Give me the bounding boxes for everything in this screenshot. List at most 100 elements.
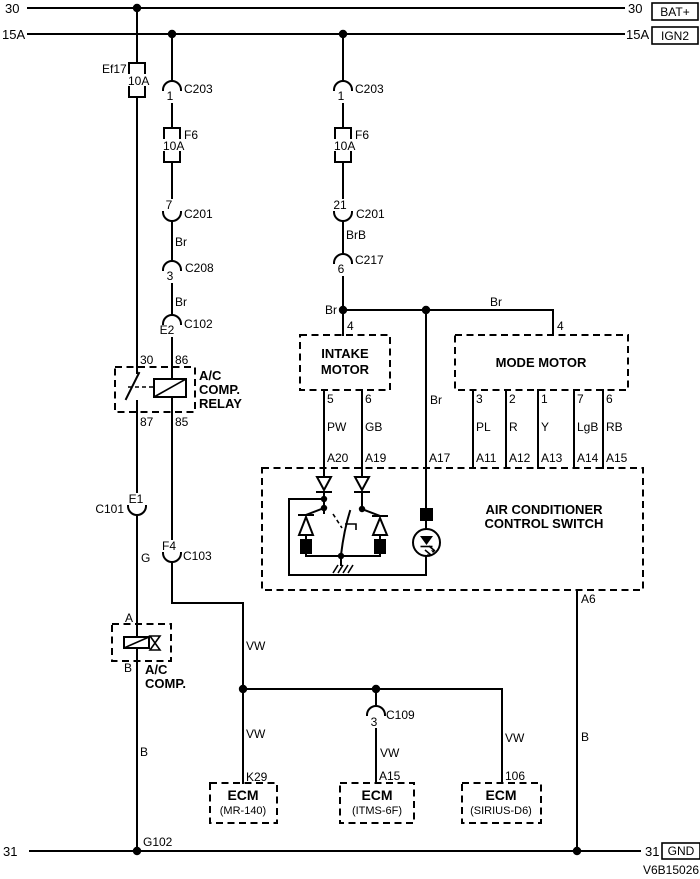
connector-c201l-name: C201 [184,207,213,221]
connector-c203l-name: C203 [184,82,213,96]
compressor-clutch-symbol [148,635,162,651]
wire [242,688,503,784]
wire-mode-pin4 [342,309,554,336]
mode-pin2-label: 2 [509,392,516,406]
led-triangle [420,536,433,545]
relay-pin-85: 85 [175,415,189,429]
connector-c217-name: C217 [355,253,384,267]
motor-feed-wiring [332,33,554,509]
fuse-f6r-rating: 10A [334,139,355,153]
drawing-code: V6B15026 [643,863,699,877]
ground-splice-label: G102 [143,835,173,849]
intake-motor-name-line1: INTAKE [321,346,369,361]
ecm1-name: ECM [227,787,258,803]
fuse-f6r-bracket-top [334,127,352,139]
intake-motor-name-line2: MOTOR [321,362,370,377]
ecm2-name: ECM [361,787,392,803]
switch-pin-a17: A17 [429,451,451,465]
intake-motor-box [299,334,391,391]
connector-c201r-name: C201 [356,207,385,221]
mode-pin1-label: 1 [541,392,548,406]
relay-coil-branch-wiring [161,33,244,690]
fuse-ef17-rating: 10A [128,74,149,88]
wire-vw-from-c103 [171,561,244,690]
switch-alt-position [332,513,343,529]
diode-right [371,515,389,540]
wire-color-b-left: B [140,745,148,759]
connector-arc-c102 [161,314,183,326]
compressor-coil [123,635,162,651]
diode-left [297,514,315,540]
diode-a19 [353,467,371,510]
wire-color-b-right: B [581,730,589,744]
connector-arc-c203l [161,80,183,92]
gnd-bus-left-label: 31 [3,844,17,859]
fuse-f6r-bracket-bottom [334,151,352,163]
mode-motor-box [454,334,629,391]
wire [304,506,326,517]
ecm2-sub: (ITMS-6F) [352,805,402,817]
led-arrowheads [427,550,435,557]
wire-color-vw1: VW [246,639,266,653]
wire-color-br-a17: Br [430,393,442,407]
connector-arc-c103 [161,551,183,563]
ign-terminal-label: IGN2 [661,29,689,43]
intake-pin6-label: 6 [365,392,372,406]
relay-name-line1: A/C [199,368,222,383]
connector-c217-pin: 6 [338,262,345,276]
wire-color-br-junction: Br [325,303,337,317]
switch-pin-a19: A19 [365,451,387,465]
ign-terminal-box [651,26,699,45]
ac-comp-box [111,623,172,662]
ign-bus-left-label: 15A [2,27,25,42]
switch-pin-a15: A15 [606,451,628,465]
resistor-left [300,539,312,554]
compressor-name-line1: A/C [145,662,168,677]
connector-c201r-pin: 21 [333,198,347,212]
ecm1-pin: K29 [246,770,268,784]
relay-pin-30: 30 [140,353,154,367]
connector-c103-name: C103 [183,549,212,563]
fuse-ef17-bracket-bottom [128,86,146,98]
ign-bus-right-label: 15A [626,27,649,42]
wire-color-r: R [509,420,518,434]
relay-coil [153,378,187,398]
fuse-f6l-bracket-bottom [163,151,181,163]
left-branch-wiring [124,7,153,852]
connector-arc-c201l [161,210,183,222]
wire-color-g: G [141,551,150,565]
connector-c203r-pin: 1 [338,89,345,103]
fuse-ef17-bracket-top [128,62,146,74]
connector-arc-c217 [332,253,354,265]
switch-lever [339,509,352,557]
connector-c103-pin: F4 [162,539,176,553]
wire-color-lgb: LgB [577,420,598,434]
switch-pin-a12: A12 [509,451,531,465]
intake-pin4-label: 4 [347,319,354,333]
bat-bus-right-label: 30 [628,1,642,16]
wire-color-br1: Br [175,235,187,249]
switch-name-line2: CONTROL SWITCH [485,516,604,531]
mode-pin3-label: 3 [476,392,483,406]
switch-pin-a13: A13 [541,451,563,465]
mode-pin7-label: 7 [577,392,584,406]
ecm3-pin: 106 [505,769,525,783]
wire-color-pw: PW [327,420,347,434]
wire-color-vw3: VW [380,746,400,760]
ac-comp-relay-box [114,366,196,413]
power-buses [27,2,700,860]
motor-pin-wires [323,389,604,469]
vw-network [238,684,503,784]
wire-color-gb: GB [365,420,382,434]
connector-arc-c109 [365,705,387,717]
connector-c102-name: C102 [184,317,213,331]
compressor-pin-b: B [124,661,132,675]
gnd-bus-right-label: 31 [645,844,659,859]
mode-pin4-label: 4 [557,319,564,333]
intake-pin5-label: 5 [327,392,334,406]
wire-color-br2: Br [175,295,187,309]
ecm-mr140-box [209,782,278,824]
connector-c102-pin: E2 [160,323,175,337]
wire [360,507,382,518]
